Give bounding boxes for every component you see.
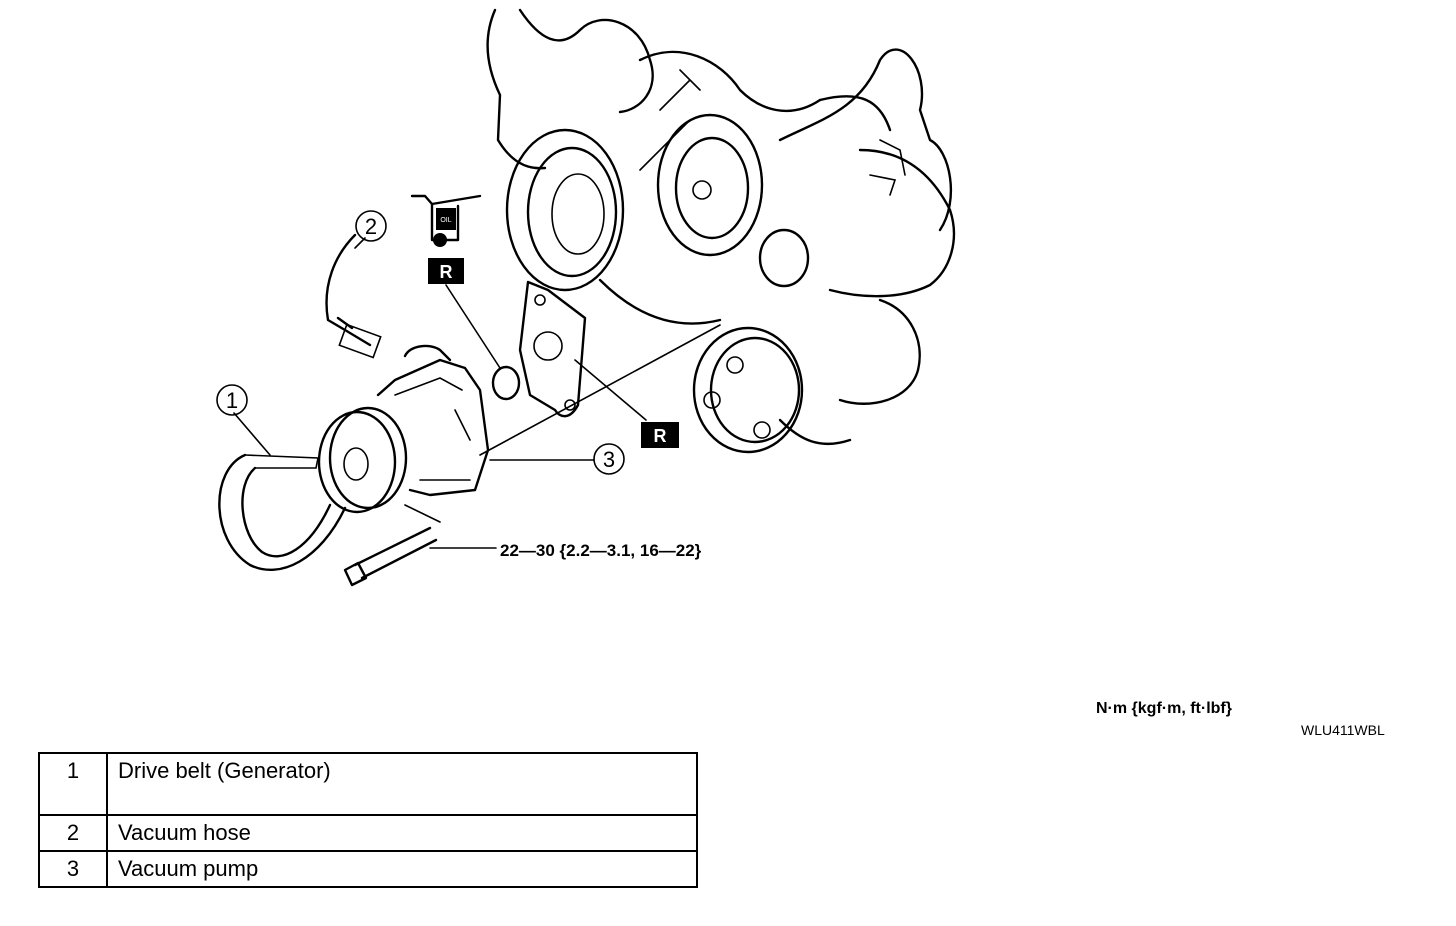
svg-text:R: R [440,262,453,282]
torque-unit-note: N·m {kgf·m, ft·lbf} [1096,700,1232,717]
part-name: Vacuum pump [106,850,698,888]
part-number: 1 [38,752,108,816]
engine-block [486,8,956,446]
o-ring [491,365,521,401]
svg-text:1: 1 [226,388,238,413]
vacuum-pump-body [376,344,490,497]
vacuum-pump-pulley [317,406,408,514]
svg-text:R: R [654,426,667,446]
svg-text:3: 3 [603,447,615,472]
parts-legend-table: 1 Drive belt (Generator) 2 Vacuum hose 3… [38,752,698,888]
part-name: Vacuum hose [106,814,698,852]
callout-3: 3 [593,443,625,475]
replace-badge-gasket: R [641,422,679,448]
mounting-bolt [343,526,438,587]
drive-belt-ribs [244,454,319,469]
hose-connector [338,323,382,359]
oil-mark: OIL [440,217,451,224]
part-number: 3 [38,850,108,888]
svg-text:2: 2 [365,214,377,239]
crank-pulley [505,128,625,292]
drive-belt [218,453,347,571]
table-row: 2 Vacuum hose [38,814,698,852]
oil-can-icon [410,194,482,247]
callout-2: 2 [355,210,387,242]
tensioner-pulley [656,113,764,257]
table-row: 1 Drive belt (Generator) [38,752,698,816]
callout-1: 1 [216,384,248,416]
gasket [518,280,587,418]
water-pump-outlet [758,228,810,288]
part-number: 2 [38,814,108,852]
figure-code: WLU411WBL [1301,722,1385,738]
vacuum-hose [325,233,372,347]
part-name: Drive belt (Generator) [106,752,698,816]
generator-pulley [692,326,804,454]
table-row: 3 Vacuum pump [38,850,698,888]
leader-lines [233,237,721,549]
replace-badge-o-ring: R [428,258,464,284]
torque-spec: 22—30 {2.2—3.1, 16—22} [500,541,702,560]
